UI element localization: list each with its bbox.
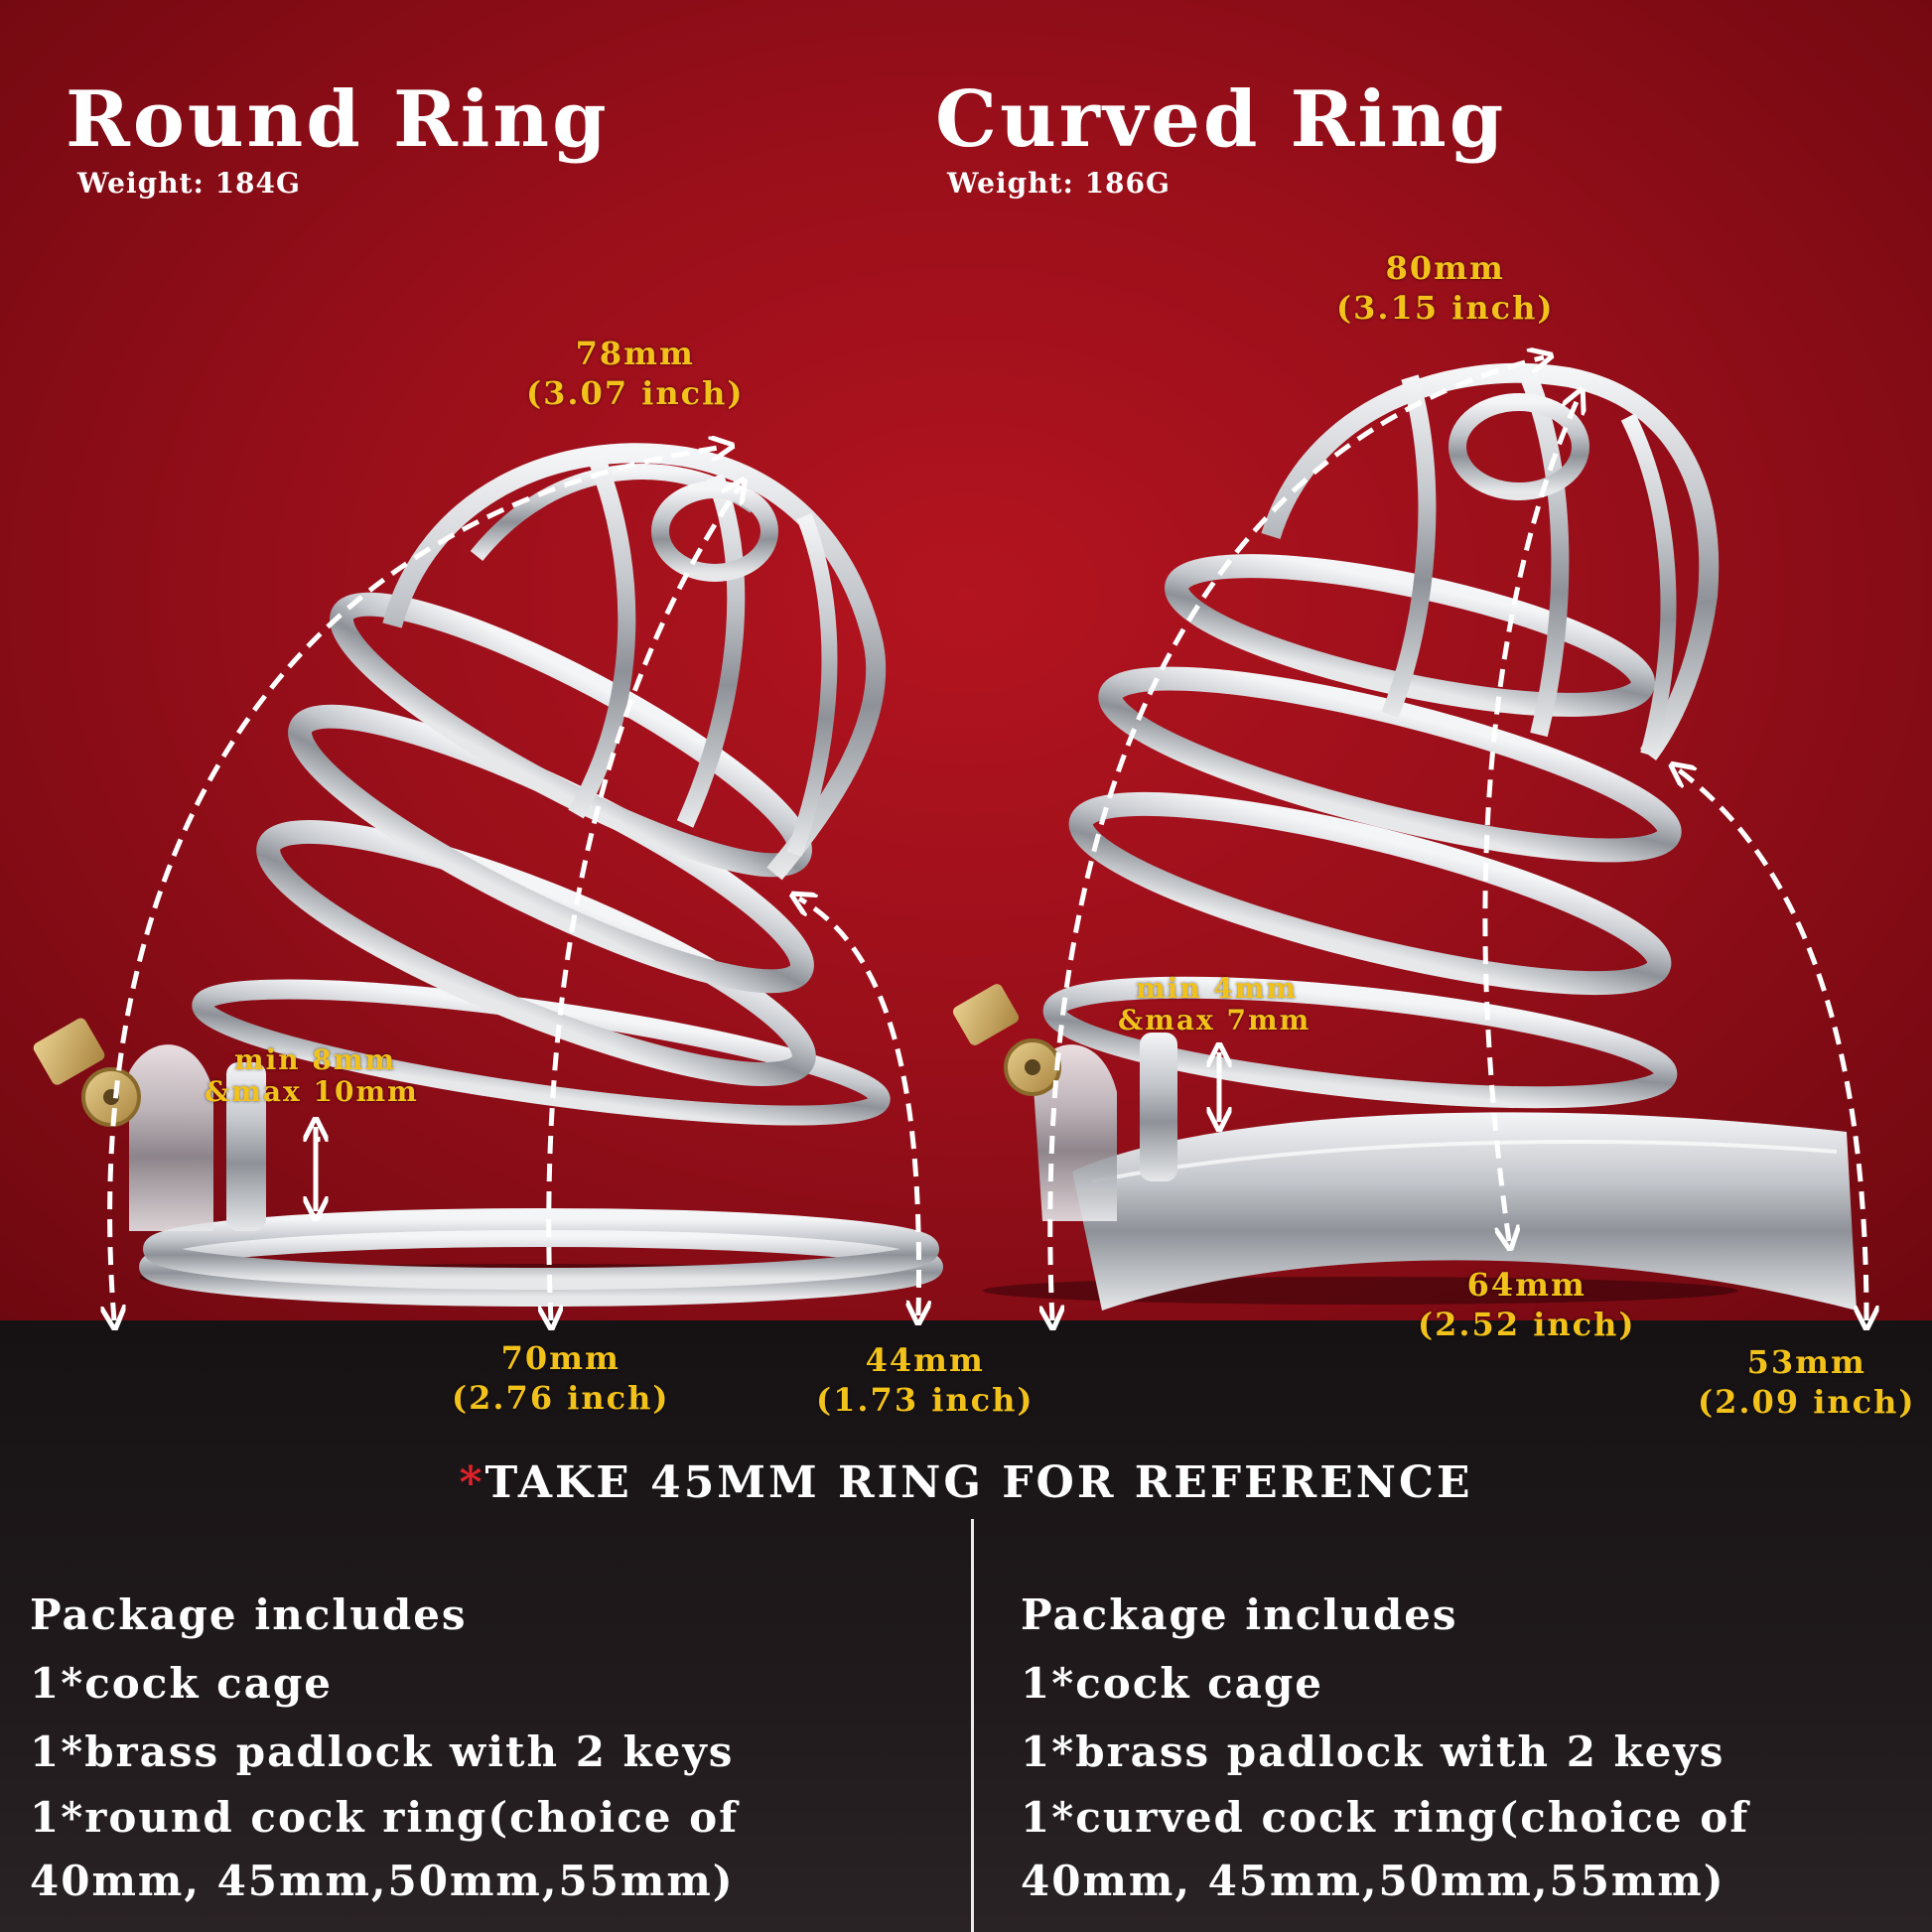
- round-ring-title: Round Ring: [66, 74, 610, 165]
- column-divider: [971, 1519, 974, 1932]
- reference-note-text: TAKE 45MM RING FOR REFERENCE: [484, 1457, 1473, 1508]
- round-ring-dimension-arrows: [110, 447, 919, 1320]
- brass-padlock: [952, 984, 1061, 1096]
- curved-ring-gap-label: min 4mm&max 7mm: [1118, 972, 1311, 1036]
- curved-ring-package-list: Package includes 1*cock cage 1*brass pad…: [1021, 1581, 1914, 1913]
- curved-ring-length-label: 64mm(2.52 inch): [1418, 1266, 1636, 1343]
- package-item: 1*cock cage: [30, 1659, 333, 1708]
- package-item: 1*curved cock ring(choice of 40mm, 45mm,…: [1021, 1793, 1750, 1905]
- curved-ring-dimension-arrows: [1050, 357, 1866, 1320]
- package-item: 1*brass padlock with 2 keys: [1021, 1727, 1725, 1776]
- info-panel: [0, 1320, 1932, 1932]
- curved-ring-weight: Weight: 186G: [947, 167, 1171, 200]
- package-item: 1*cock cage: [1021, 1659, 1323, 1708]
- round-ring-front-length-label: 44mm(1.73 inch): [816, 1341, 1035, 1419]
- curved-ring-front-length-label: 53mm(2.09 inch): [1698, 1343, 1916, 1421]
- curved-ring-cage: [952, 362, 1857, 1311]
- package-item: 1*round cock ring(choice of 40mm, 45mm,5…: [30, 1793, 740, 1905]
- package-heading: Package includes: [1021, 1590, 1458, 1639]
- curved-ring-top-length-label: 80mm(3.15 inch): [1336, 249, 1555, 327]
- round-ring-package-list: Package includes 1*cock cage 1*brass pad…: [30, 1581, 923, 1913]
- round-ring-weight: Weight: 184G: [77, 167, 301, 200]
- round-ring-length-label: 70mm(2.76 inch): [452, 1339, 670, 1417]
- curved-ring-title: Curved Ring: [935, 74, 1507, 165]
- round-ring-gap-label: min 8mm&max 10mm: [205, 1043, 419, 1108]
- package-item: 1*brass padlock with 2 keys: [30, 1727, 735, 1776]
- package-heading: Package includes: [30, 1590, 468, 1639]
- reference-note: *TAKE 45MM RING FOR REFERENCE: [0, 1457, 1932, 1508]
- round-ring-top-length-label: 78mm(3.07 inch): [526, 335, 745, 412]
- reference-asterisk: *: [459, 1457, 485, 1508]
